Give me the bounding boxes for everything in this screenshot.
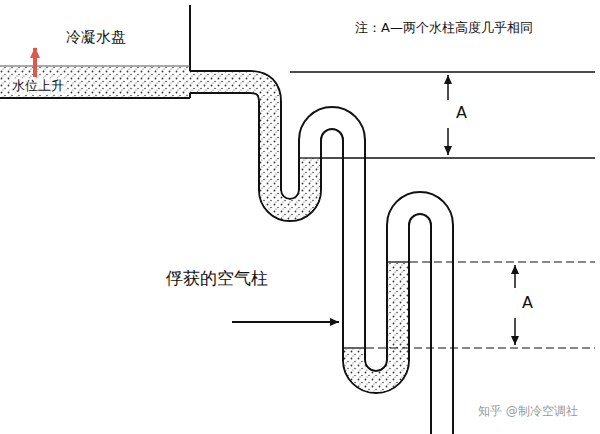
rise-arrow (33, 48, 37, 77)
pan-water (0, 66, 190, 98)
pan-wall (189, 5, 191, 71)
level-line (322, 157, 595, 159)
dimension-label: A (456, 103, 467, 122)
pointer-arrow (232, 321, 339, 323)
water-surface (300, 157, 320, 159)
dimension-arrow (514, 318, 516, 345)
dimension-arrow (514, 265, 516, 288)
level-line (290, 71, 595, 73)
water-surface (344, 347, 364, 349)
rise-label: 水位上升 (10, 78, 66, 94)
note-text: 注：A—两个水柱高度几乎相同 (355, 20, 533, 36)
drain-pipe-inner (189, 82, 442, 434)
trap-water (189, 82, 310, 210)
trap-water (354, 262, 398, 382)
drain-pipe (190, 82, 442, 434)
water-surface (388, 261, 408, 263)
condensate-pan: 冷凝水盘水位上升 (0, 0, 190, 100)
dimension-label: A (522, 293, 533, 312)
pan-label: 冷凝水盘 (66, 28, 126, 46)
water-surface (0, 66, 190, 67)
level-line (410, 261, 595, 262)
dimension-arrow (447, 128, 449, 155)
air-column-label: 俘获的空气柱 (166, 268, 268, 288)
dimension-arrow (447, 75, 449, 100)
level-line (366, 347, 595, 348)
pan-bottom (0, 97, 190, 99)
watermark: 知乎 @制冷空调社 (478, 404, 578, 418)
